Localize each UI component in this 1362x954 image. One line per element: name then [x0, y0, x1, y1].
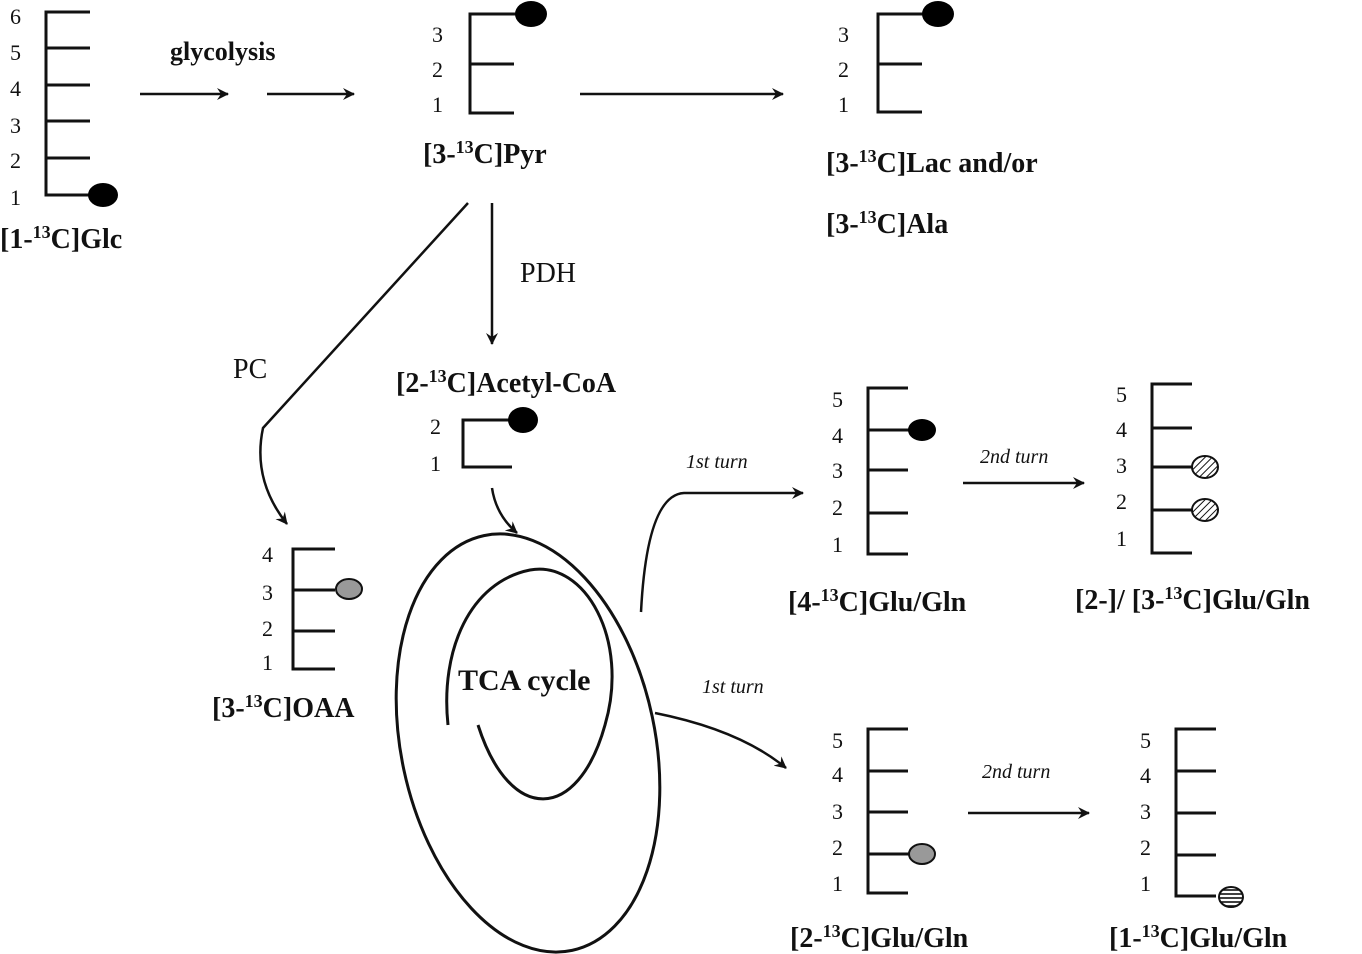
glu2-label: [2-13C]Glu/Gln [790, 921, 969, 954]
carbon-number: 4 [832, 423, 843, 448]
carbon-number: 2 [432, 57, 443, 82]
glucose-label: [1-13C]Glc [0, 222, 122, 255]
carbon-number: 3 [1140, 799, 1151, 824]
carbon-number: 6 [10, 4, 21, 29]
glu23-molecule: 5 4 3 2 1 [2-]/ [3-13C]Glu/Gln [1075, 382, 1310, 616]
label-black-dot [508, 407, 538, 433]
tca-cycle-label: TCA cycle [458, 664, 590, 697]
pc-label: PC [233, 354, 267, 385]
tca-cycle: TCA cycle [394, 532, 662, 954]
glu4-molecule: 5 4 3 2 1 [4-13C]Glu/Gln [788, 386, 967, 618]
label-black-dot [908, 419, 936, 441]
pdh-label: PDH [520, 258, 576, 289]
carbon-number: 3 [10, 113, 21, 138]
label-grey-dot [908, 843, 936, 865]
carbon-number: 4 [262, 542, 273, 567]
carbon-number: 5 [10, 40, 21, 65]
glu1-molecule: 5 4 3 2 1 [1-13C]Glu/Gln [1109, 727, 1288, 954]
carbon-number: 2 [832, 835, 843, 860]
oxaloacetate-molecule: 4 3 2 1 [3-13C]OAA [212, 542, 363, 724]
oaa-label: [3-13C]OAA [212, 691, 355, 724]
glu1-label: [1-13C]Glu/Gln [1109, 921, 1288, 954]
carbon-number: 4 [832, 762, 843, 787]
glu4-backbone [866, 386, 921, 556]
pyruvate-backbone [468, 12, 530, 115]
carbon-number: 3 [1116, 453, 1127, 478]
glu23-backbone [1150, 382, 1192, 555]
lactate-alanine-molecule: 3 2 1 [3-13C]Lac and/or [3-13C]Ala [826, 1, 1038, 240]
glu2-backbone [866, 727, 921, 895]
carbon-number: 1 [10, 185, 21, 210]
label-black-dot [922, 1, 954, 27]
first-turn-label: 1st turn [686, 451, 748, 473]
carbon-number: 3 [262, 580, 273, 605]
carbon-number: 3 [832, 458, 843, 483]
label-hatched-dot [1191, 498, 1219, 522]
label-black-dot [88, 183, 118, 207]
tca-to-glu2-arrow [654, 711, 787, 769]
glu1-backbone [1174, 727, 1216, 898]
carbon-number: 2 [838, 57, 849, 82]
carbon-number: 2 [430, 414, 441, 439]
carbon-number: 1 [1140, 871, 1151, 896]
carbon-number: 4 [1140, 763, 1151, 788]
glu23-label: [2-]/ [3-13C]Glu/Gln [1075, 583, 1310, 616]
carbon-number: 3 [838, 22, 849, 47]
carbon-number: 1 [838, 92, 849, 117]
pyruvate-molecule: 3 2 1 [3-13C]Pyr [423, 1, 547, 170]
carbon-number: 3 [432, 22, 443, 47]
carbon-number: 5 [832, 728, 843, 753]
tca-inner-spiral [445, 567, 614, 801]
pc-arrow [259, 202, 469, 525]
label-black-dot [515, 1, 547, 27]
second-turn-label: 2nd turn [980, 446, 1048, 468]
tca-to-glu4-arrow [639, 487, 804, 613]
alanine-label: [3-13C]Ala [826, 207, 948, 240]
carbon-number: 5 [1116, 382, 1127, 407]
carbon-number: 1 [430, 451, 441, 476]
carbon-number: 1 [832, 532, 843, 557]
first-turn-label: 1st turn [702, 676, 764, 698]
acetyl-coa-molecule: [2-13C]Acetyl-CoA 2 1 [396, 366, 617, 476]
tca-outer-ring [394, 532, 662, 954]
carbon-number: 2 [1140, 835, 1151, 860]
carbon-number: 2 [1116, 489, 1127, 514]
carbon-number: 2 [262, 616, 273, 641]
second-turn-label: 2nd turn [982, 761, 1050, 783]
carbon-number: 2 [10, 148, 21, 173]
glu4-label: [4-13C]Glu/Gln [788, 585, 967, 618]
oaa-backbone [291, 547, 335, 671]
carbon-number: 4 [10, 76, 21, 101]
acetyl-coa-label: [2-13C]Acetyl-CoA [396, 366, 617, 399]
label-hatched-dot [1218, 886, 1244, 908]
carbon-number: 2 [832, 495, 843, 520]
acetyl-coa-backbone [461, 418, 522, 469]
glu2-molecule: 5 4 3 2 1 [2-13C]Glu/Gln [790, 727, 969, 954]
carbon-number: 1 [832, 871, 843, 896]
carbon-number: 1 [432, 92, 443, 117]
acetyl-coa-to-tca-arrow [490, 487, 518, 534]
label-grey-dot [335, 578, 363, 600]
carbon-number: 4 [1116, 417, 1127, 442]
carbon-number: 1 [262, 650, 273, 675]
glycolysis-label: glycolysis [170, 37, 275, 66]
lactate-backbone [876, 12, 938, 114]
carbon-number: 1 [1116, 526, 1127, 551]
carbon-number: 5 [832, 387, 843, 412]
glucose-backbone [44, 10, 90, 197]
glucose-carbon-numbers: 6 5 4 3 2 1 [10, 4, 21, 210]
pyruvate-label: [3-13C]Pyr [423, 137, 547, 170]
glucose-molecule: 6 5 4 3 2 1 [1-13C]Glc [0, 4, 122, 255]
label-hatched-dot [1191, 455, 1219, 479]
lactate-label: [3-13C]Lac and/or [826, 146, 1038, 179]
carbon-number: 3 [832, 799, 843, 824]
carbon-number: 5 [1140, 728, 1151, 753]
